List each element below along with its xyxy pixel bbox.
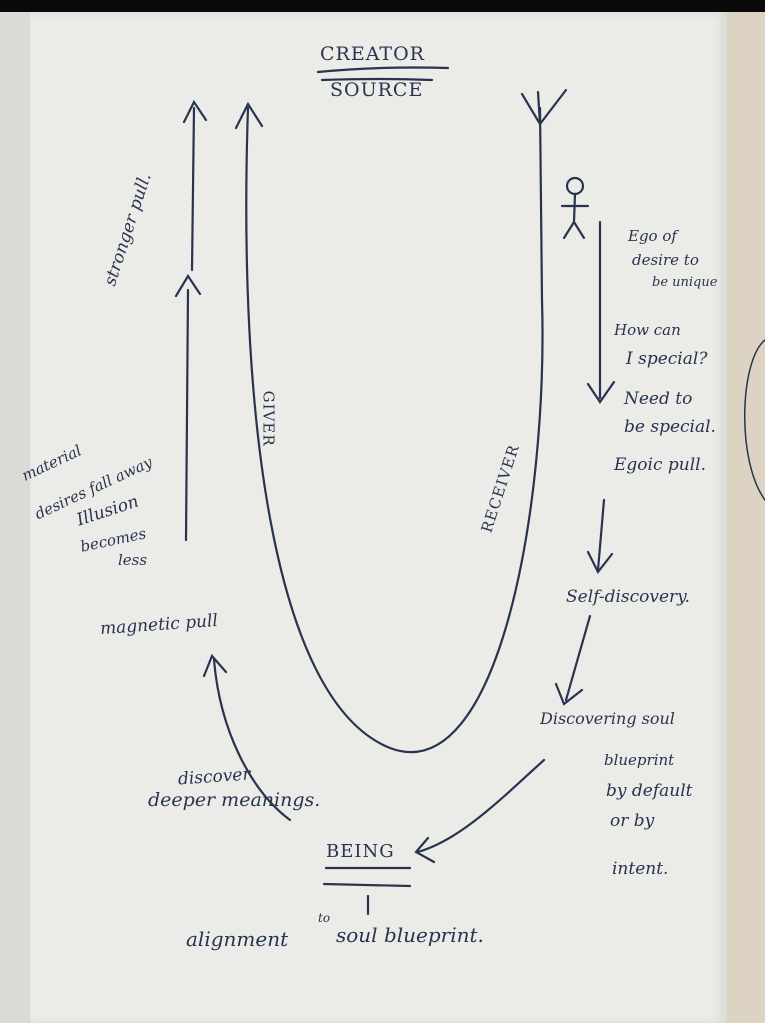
being-label: BEING xyxy=(326,841,395,862)
i-special-label: I special? xyxy=(626,349,708,369)
stick-figure-head xyxy=(565,176,585,196)
title-creator: CREATOR xyxy=(320,43,425,65)
egoic-arrow xyxy=(586,498,614,575)
giver-label: GIVER xyxy=(259,390,278,447)
title-underline xyxy=(316,66,450,74)
by-default-label: by default xyxy=(606,781,693,801)
intent-label: intent. xyxy=(612,859,669,879)
soul-blueprint-label: soul blueprint. xyxy=(336,923,484,947)
illusion-arrow xyxy=(174,273,202,542)
u-curve xyxy=(245,106,544,754)
ego-arrow xyxy=(586,220,616,404)
stronger-arrow xyxy=(182,99,208,272)
ego-label: Ego of xyxy=(628,227,677,245)
giver-arrowhead xyxy=(234,101,264,130)
self-discovery-label: Self-discovery. xyxy=(566,587,690,607)
be-special-label: be special. xyxy=(624,417,716,437)
stick-figure-body xyxy=(560,192,590,240)
being-underline xyxy=(322,866,412,888)
self-arrow xyxy=(554,614,592,706)
blueprint-arrow xyxy=(414,758,546,864)
how-can-label: How can xyxy=(614,321,681,339)
discovering-label: Discovering soul xyxy=(540,709,675,728)
to-label: to xyxy=(318,911,331,925)
right-page-edge xyxy=(727,12,765,1023)
top-bar xyxy=(0,0,765,12)
need-to-label: Need to xyxy=(624,389,693,409)
title-source: SOURCE xyxy=(330,79,424,101)
blueprint-label: blueprint xyxy=(604,751,675,769)
alignment-label: alignment xyxy=(186,927,289,951)
unique-label: be unique xyxy=(652,275,718,290)
egoic-pull-label: Egoic pull. xyxy=(614,455,706,475)
deeper-meanings-label: deeper meanings. xyxy=(148,789,321,811)
desire-label: desire to xyxy=(632,251,699,269)
or-by-label: or by xyxy=(610,811,655,831)
notebook-page xyxy=(30,12,727,1023)
magnetic-arrow xyxy=(202,653,292,822)
title-overline xyxy=(320,77,434,82)
receiver-arrowhead xyxy=(520,88,568,126)
facing-page-curve xyxy=(744,339,765,501)
less-label: less xyxy=(118,551,148,569)
